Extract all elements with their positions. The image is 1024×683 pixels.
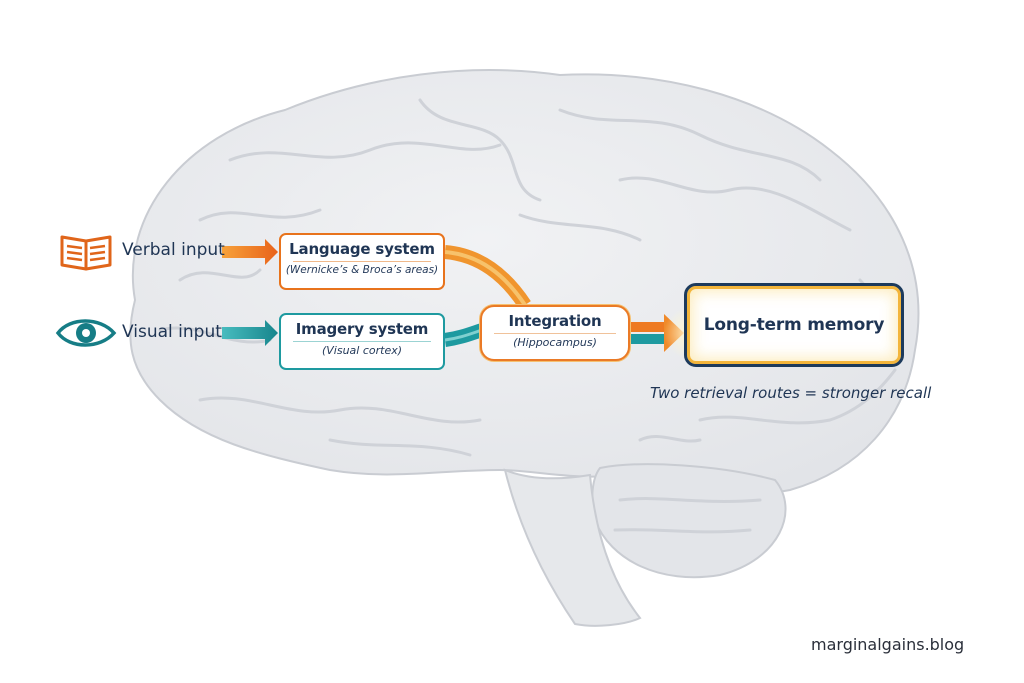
verbal-input-label: Verbal input [122,240,225,260]
imagery-system-title: Imagery system [295,320,429,338]
integration-subtitle: (Hippocampus) [513,336,597,349]
caption: Two retrieval routes = stronger recall [650,384,932,402]
eye-icon [55,319,117,347]
brain-cerebellum [591,463,787,579]
long-term-memory-box: Long-term memory [684,283,904,367]
integration-box: Integration (Hippocampus) [480,305,630,361]
language-system-title: Language system [289,240,435,258]
watermark: marginalgains.blog [811,635,965,654]
visual-input-label: Visual input [122,322,222,342]
visual-input-arrow [222,320,278,346]
verbal-pathway [222,239,531,309]
brain-cerebrum [129,69,920,494]
language-system-box: Language system (Wernicke’s & Broca’s ar… [279,233,445,290]
brain-illustration [129,69,920,627]
box-divider [293,341,431,342]
verbal-input-arrow [222,239,278,265]
box-divider [494,333,616,334]
visual-pathway [222,320,485,347]
box-divider [293,261,431,262]
long-term-memory-title: Long-term memory [703,315,885,335]
imagery-system-subtitle: (Visual cortex) [321,344,403,357]
imagery-system-box: Imagery system (Visual cortex) [279,313,445,370]
integration-title: Integration [508,312,602,330]
language-system-subtitle: (Wernicke’s & Broca’s areas) [285,264,439,276]
open-book-icon [60,235,112,271]
brain-stem [503,468,642,627]
